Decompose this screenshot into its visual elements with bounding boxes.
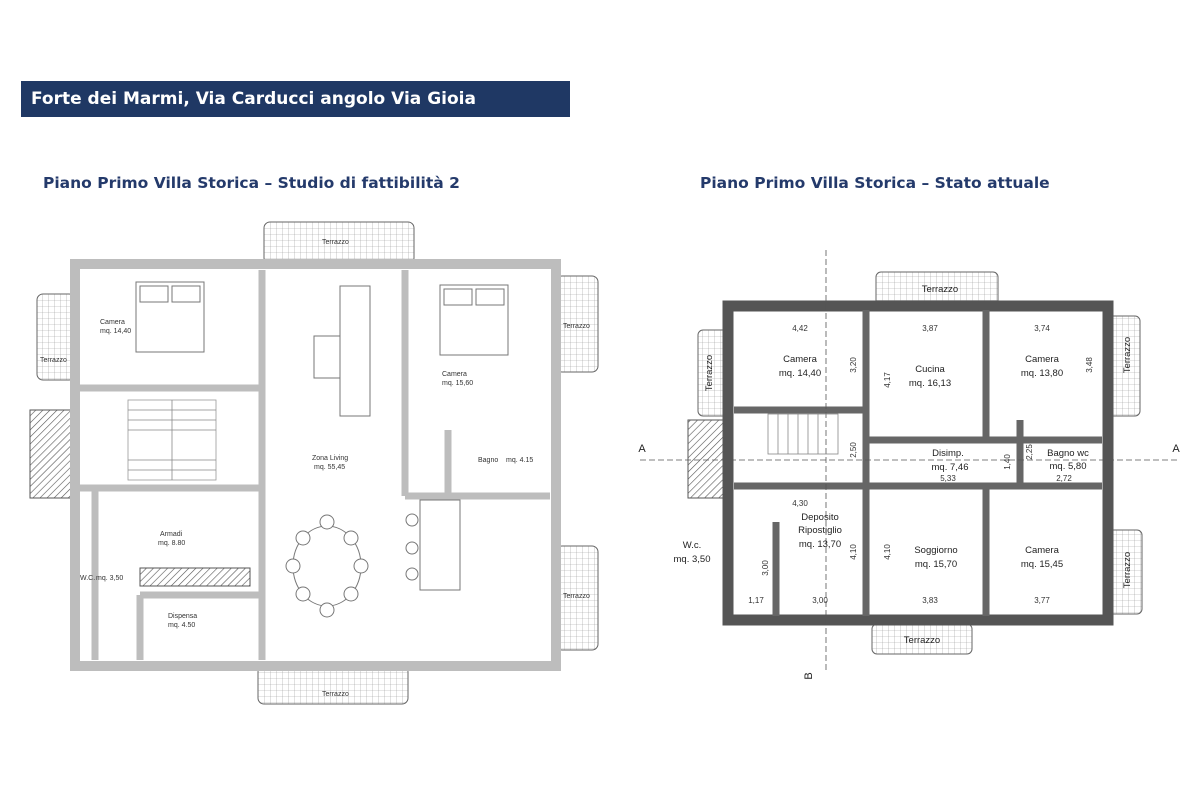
room-name: Bagno <box>478 457 498 464</box>
dimension: 3,83 <box>922 596 938 605</box>
room-name: Camera <box>442 371 467 378</box>
room-area: mq. 14,40 <box>100 328 131 335</box>
room-area: mq. 16,13 <box>909 378 951 389</box>
terrace-label: Terrazzo <box>563 323 590 330</box>
exterior-stairs <box>29 409 76 499</box>
dimension: 3,74 <box>1034 324 1050 333</box>
interior-walls <box>80 270 550 660</box>
room-area: mq. 15,60 <box>442 380 473 387</box>
dimension: 2,50 <box>849 442 858 458</box>
kitchen-island <box>313 285 461 591</box>
terrace-label: Terrazzo <box>322 239 349 246</box>
room-area: mq. 13,80 <box>1021 368 1063 379</box>
dimension: 3,48 <box>1085 357 1094 373</box>
room-name: Cucina <box>915 364 945 375</box>
terrace-label: Terrazzo <box>40 357 67 364</box>
room-name: Camera <box>100 319 125 326</box>
room-area: mq. 14,40 <box>779 368 821 379</box>
terrace-label: Terrazzo <box>1122 337 1133 373</box>
section-mark: B <box>803 672 815 679</box>
dimension: 4,30 <box>792 499 808 508</box>
dimension: 3,00 <box>761 560 770 576</box>
section-lines <box>640 250 1180 670</box>
room-name: Soggiorno <box>914 545 957 556</box>
room-area: mq. 4.50 <box>168 622 195 629</box>
section-mark: A <box>1172 443 1180 455</box>
terrace-label: Terrazzo <box>1122 552 1133 588</box>
room-name: Camera <box>783 354 818 365</box>
beds <box>135 281 509 356</box>
room-area: mq. 3,50 <box>674 554 711 565</box>
dimension: 1,40 <box>1003 454 1012 470</box>
dimension: 3,77 <box>1034 596 1050 605</box>
room-area: mq. 15,70 <box>915 559 957 570</box>
terrace-label: Terrazzo <box>922 284 958 295</box>
dimension: 4,10 <box>883 544 892 560</box>
dimension: 2,72 <box>1056 474 1072 483</box>
room-name: Bagno wc <box>1047 448 1089 459</box>
room-area: mq. 8.80 <box>158 540 185 547</box>
room-name: Camera <box>1025 354 1060 365</box>
feasibility-floor-plan: Terrazzo Terrazzo Terrazzo Terrazzo Terr… <box>29 221 599 705</box>
outer-wall <box>70 259 561 671</box>
room-area: mq. 15,45 <box>1021 559 1063 570</box>
current-state-floor-plan: Terrazzo Terrazzo Terrazzo Terrazzo Terr… <box>638 250 1180 680</box>
room-area: mq. 7,46 <box>932 462 969 473</box>
room-name: W.c. <box>683 540 701 551</box>
dining-table <box>285 514 369 618</box>
dimension: 4,17 <box>883 372 892 388</box>
room-area: mq. 4.15 <box>506 457 533 464</box>
room-area: mq. 3,50 <box>96 575 123 582</box>
interior-stairs <box>127 399 217 481</box>
room-name: Dispensa <box>168 613 197 620</box>
room-name: Zona Living <box>312 455 348 462</box>
current-state-plan-title: Piano Primo Villa Storica – Stato attual… <box>700 174 1050 192</box>
room-area: mq. 5,80 <box>1050 461 1087 472</box>
dimension: 3,00 <box>812 596 828 605</box>
exterior-stairs <box>687 419 729 499</box>
room-name: Deposito <box>801 512 839 523</box>
room-name: Armadi <box>160 531 183 538</box>
terrace-label: Terrazzo <box>563 593 590 600</box>
project-title-banner: Forte dei Marmi, Via Carducci angolo Via… <box>21 81 570 117</box>
dimension: 4,42 <box>792 324 808 333</box>
dimension: 1,17 <box>748 596 764 605</box>
room-name: Camera <box>1025 545 1060 556</box>
terrace-label: Terrazzo <box>904 635 940 646</box>
wardrobe <box>139 567 251 587</box>
interior-stairs <box>767 413 839 455</box>
room-name: Disimp. <box>932 448 964 459</box>
dimension: 3,20 <box>849 357 858 373</box>
feasibility-plan-title: Piano Primo Villa Storica – Studio di fa… <box>43 174 460 192</box>
interior-walls <box>734 310 1102 616</box>
terrace-label: Terrazzo <box>704 355 715 391</box>
section-mark: A <box>638 443 646 455</box>
dimension: 5,33 <box>940 474 956 483</box>
dimension: 2,25 <box>1025 444 1034 460</box>
terrace-label: Terrazzo <box>322 691 349 698</box>
dimension: 3,87 <box>922 324 938 333</box>
room-area: mq. 13,70 <box>799 539 841 550</box>
room-area: mq. 55,45 <box>314 464 345 471</box>
dimension: 4,10 <box>849 544 858 560</box>
room-name: W.C. <box>80 575 95 582</box>
room-name: Ripostiglio <box>798 525 842 536</box>
